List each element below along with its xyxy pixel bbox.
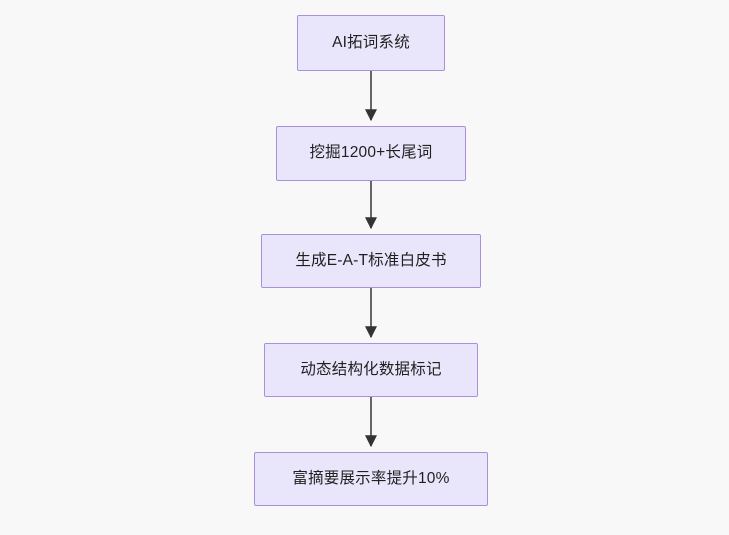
flow-node-dynamic-structured-data-markup[interactable]: 动态结构化数据标记 [264, 343, 478, 397]
flow-node-label: AI拓词系统 [332, 33, 410, 51]
flow-node-generate-eat-whitepaper[interactable]: 生成E-A-T标准白皮书 [261, 234, 481, 288]
flow-node-label: 挖掘1200+长尾词 [309, 144, 433, 162]
flow-node-label: 动态结构化数据标记 [300, 360, 442, 378]
flow-node-rich-snippet-impression-lift[interactable]: 富摘要展示率提升10% [254, 452, 488, 506]
flow-node-label: 富摘要展示率提升10% [292, 469, 450, 487]
flow-node-ai-keyword-system[interactable]: AI拓词系统 [297, 15, 445, 71]
flow-node-mine-longtail-keywords[interactable]: 挖掘1200+长尾词 [276, 126, 466, 181]
flow-node-label: 生成E-A-T标准白皮书 [295, 251, 447, 269]
